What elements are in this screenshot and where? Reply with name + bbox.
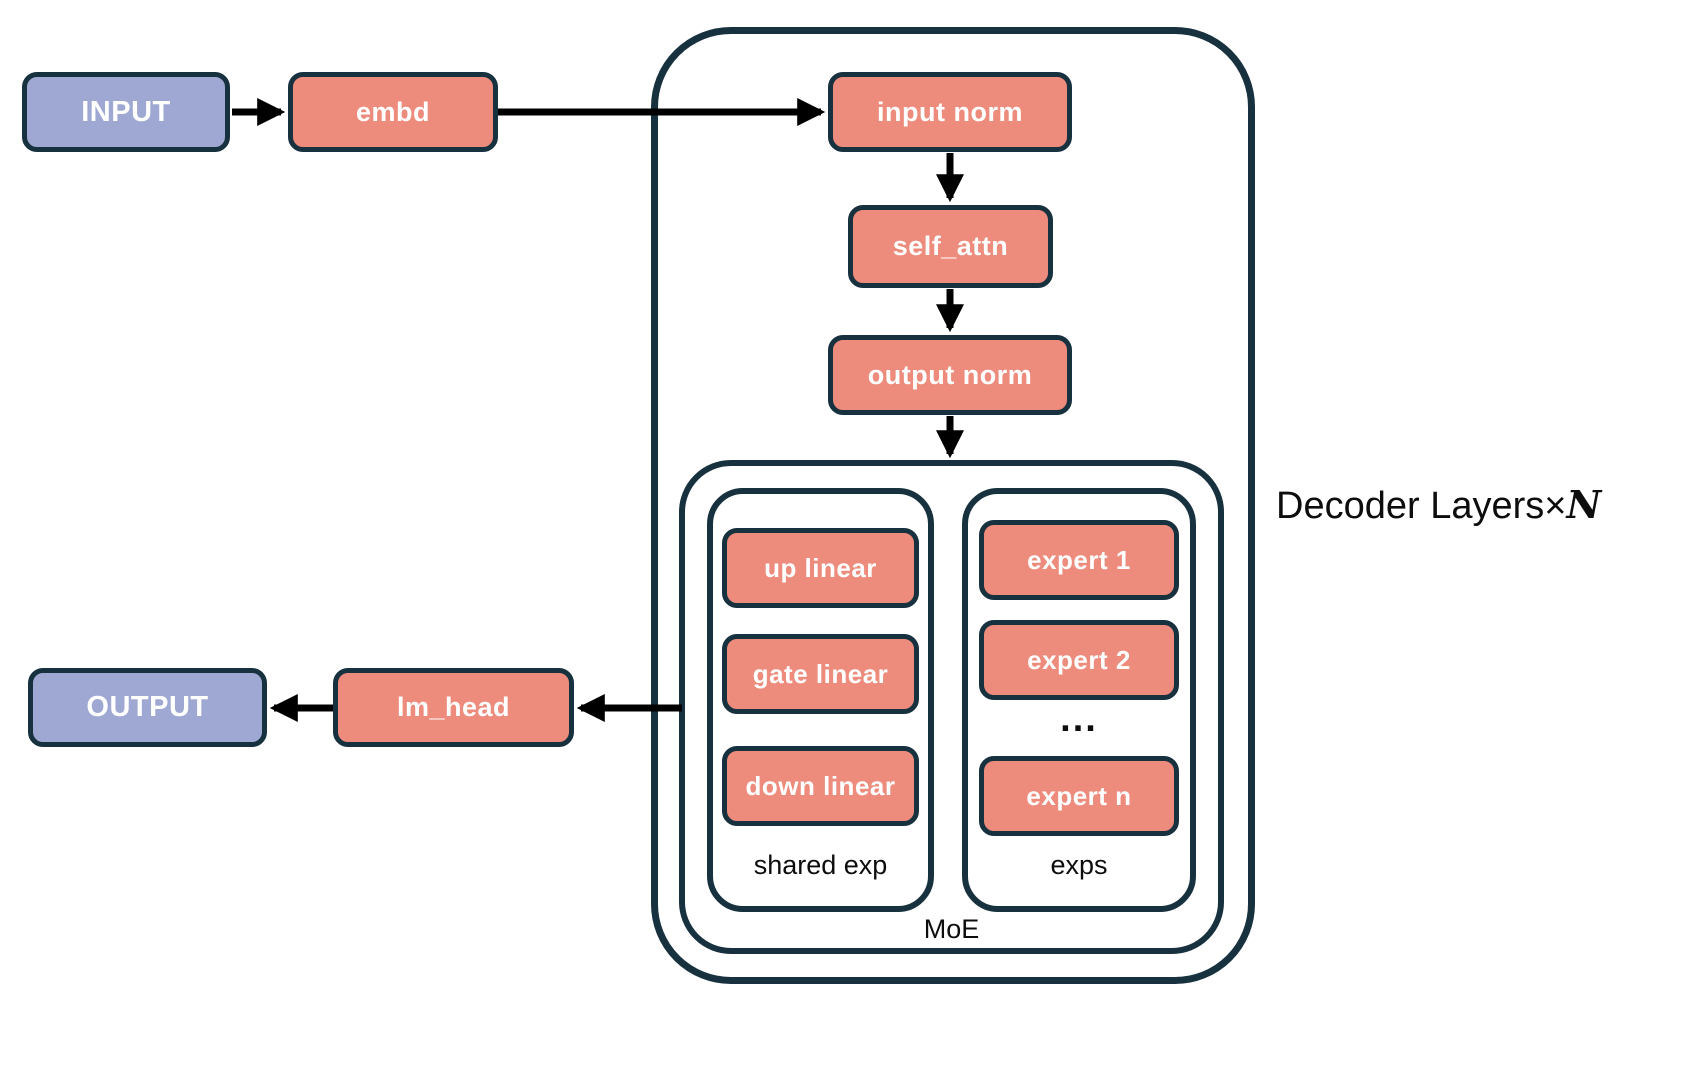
expert-2-node: expert 2 (979, 620, 1179, 700)
decoder-layers-container (651, 27, 1255, 984)
decoder-layers-n-variable: N (1566, 482, 1602, 527)
input-norm-node: input norm (828, 72, 1072, 152)
shared-expert-panel (707, 488, 934, 912)
output-norm-node: output norm (828, 335, 1072, 415)
exps-label: exps (1050, 850, 1108, 880)
output-node: OUTPUT (28, 668, 267, 747)
shared-exp-label: shared exp (753, 850, 888, 880)
embd-node: embd (288, 72, 498, 152)
moe-container (679, 460, 1224, 954)
expert-1-node: expert 1 (979, 520, 1179, 600)
experts-ellipsis: ... (1060, 698, 1098, 740)
experts-panel (962, 488, 1196, 912)
up-linear-node: up linear (722, 528, 919, 608)
decoder-layers-caption: Decoder Layers×N (1276, 482, 1601, 528)
lm-head-node: lm_head (333, 668, 574, 747)
down-linear-node: down linear (722, 746, 919, 826)
self-attn-node: self_attn (848, 205, 1053, 288)
gate-linear-node: gate linear (722, 634, 919, 714)
decoder-layers-caption-text: Decoder Layers× (1276, 485, 1567, 527)
input-node: INPUT (22, 72, 230, 152)
moe-label: MoE (923, 914, 980, 944)
expert-n-node: expert n (979, 756, 1179, 836)
